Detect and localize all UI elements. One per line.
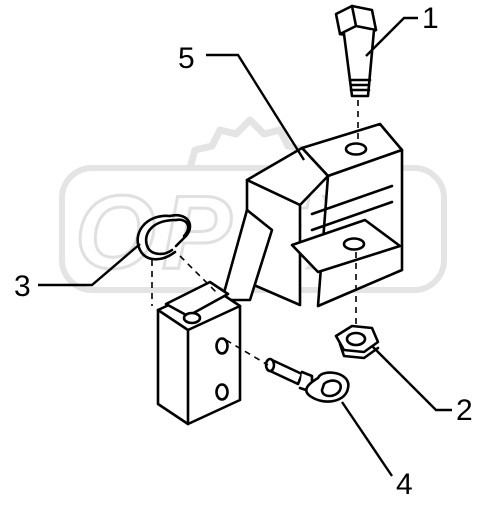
callout-1-label: 1 [422,2,439,35]
callout-labels: 1 2 3 4 5 [14,2,473,501]
spring-ring-part [136,213,192,261]
pin-part [264,357,350,403]
bolt-part [334,4,378,98]
callout-5-label: 5 [178,42,195,75]
assembly-lines [151,100,359,366]
callout-4-label: 4 [396,468,413,501]
callout-3-label: 3 [14,270,31,303]
leader-lines [38,16,452,477]
nut-part [334,324,380,360]
bracket-part [220,122,404,308]
callout-2-label: 2 [456,394,473,427]
hinge-block-part [156,280,242,426]
